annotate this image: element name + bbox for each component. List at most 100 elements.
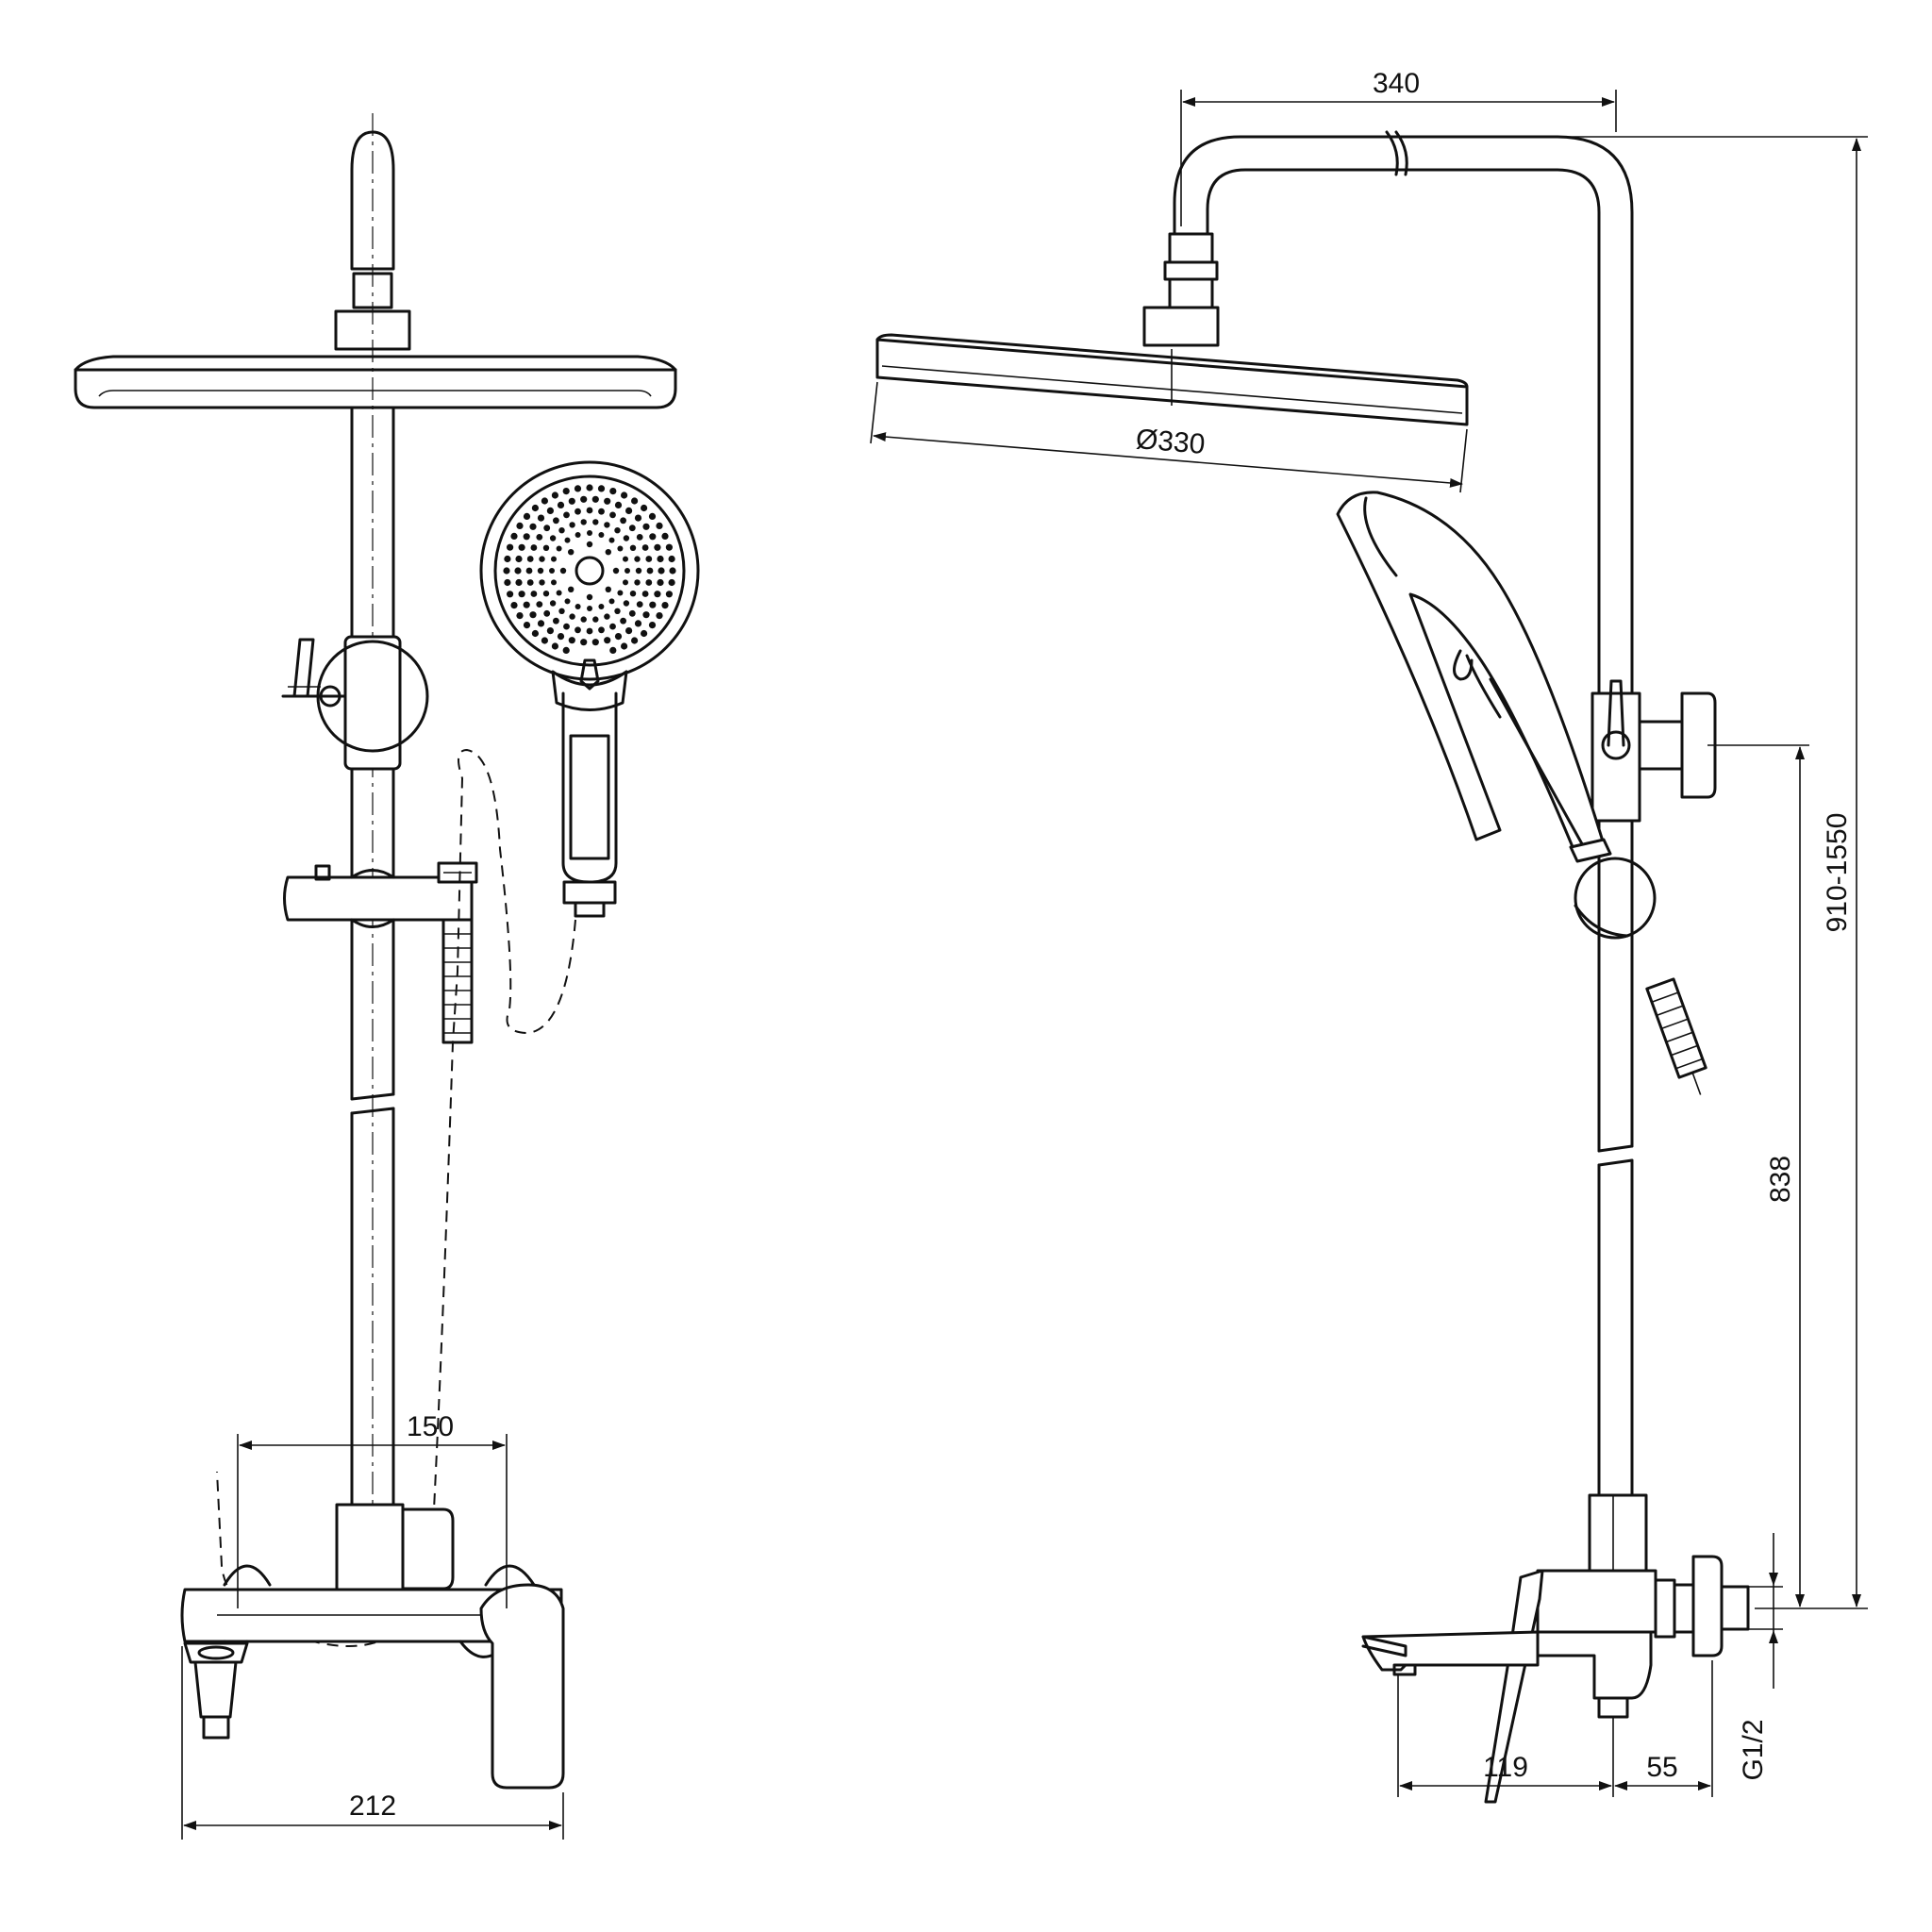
spray-nozzle [557,633,565,641]
hand-shower-front [479,460,700,918]
spray-nozzle [645,556,653,562]
spray-nozzle [546,627,555,635]
spray-nozzle [625,568,630,574]
spray-nozzle [609,511,616,519]
spray-nozzle [542,591,550,597]
spray-nozzle [531,504,540,512]
dim-rail-height: 838 [1765,746,1805,1607]
front-view: 150 212 [74,113,700,1840]
spray-nozzle [580,639,588,646]
spray-nozzle [586,627,593,635]
spray-nozzle [504,578,511,587]
spray-nozzle [586,541,593,548]
spray-nozzle [648,512,657,521]
spray-nozzle [507,543,514,551]
spray-nozzle [523,512,531,521]
spray-nozzle [642,523,650,530]
spray-nozzle [654,591,661,598]
spray-nozzle [641,629,648,638]
head-connector [334,309,411,351]
spray-nozzle [569,522,575,528]
spray-nozzle [614,608,621,614]
spray-nozzle [539,556,545,562]
spray-nozzle [580,616,587,623]
rail-top-cap [350,130,395,271]
spray-nozzle [614,501,623,509]
spray-nozzle [539,579,545,586]
overhead-shower-front [74,355,677,409]
spray-nozzle [537,567,544,575]
spray-nozzle [536,534,543,541]
spray-nozzle [646,567,654,575]
spray-nozzle [586,484,593,491]
spray-nozzle [557,501,565,509]
spray-nozzle [530,591,538,597]
spray-nozzle [621,491,628,499]
spray-nozzle [625,507,633,515]
spray-nozzle [608,537,615,543]
spray-nozzle [668,555,675,563]
spray-nozzle [665,591,674,598]
spray-nozzle [592,519,599,525]
spray-nozzle [631,497,639,505]
spray-nozzle [657,578,664,587]
spray-nozzle [510,602,518,609]
spray-nozzle [542,544,550,551]
spray-nozzle [580,519,587,525]
spray-nozzle [536,601,543,608]
spray-nozzle [541,637,549,644]
spray-nozzle [526,579,534,586]
spray-nozzle [604,522,610,528]
spray-nozzle [537,620,545,627]
spray-nozzle [665,543,674,551]
spray-nozzle [558,527,565,534]
spray-nozzle [641,591,649,597]
spray-nozzle [628,525,636,532]
spray-nozzle [642,611,650,619]
spray-nozzle [609,646,617,655]
spray-nozzle [537,514,545,522]
spray-nozzle [569,613,575,620]
spray-nozzle [625,627,633,635]
spray-nozzle [661,602,669,609]
spray-nozzle [623,600,630,607]
spray-nozzle [518,591,525,598]
spray-nozzle [604,637,611,644]
spray-nozzle [556,590,562,596]
spray-nozzle [543,525,551,532]
spray-nozzle [617,545,624,552]
spray-nozzle [564,537,571,543]
spray-nozzle [623,579,628,586]
spray-nozzle [587,606,592,611]
spray-nozzle [605,586,611,592]
spray-nozzle [515,555,523,563]
dim-label-212: 212 [349,1790,396,1822]
spray-nozzle [568,637,575,644]
dim-arm-projection: 340 [1180,68,1617,226]
spray-nozzle [669,567,676,575]
dim-label-838: 838 [1765,1156,1796,1203]
dim-mixer-width: 212 [181,1646,564,1840]
shower-arm-side [1142,130,1634,695]
spray-nozzle [634,556,641,562]
mixer-front [180,1503,565,1790]
spray-nozzle [649,601,657,608]
spray-nozzle [529,523,537,530]
dim-label-55: 55 [1646,1752,1677,1783]
spray-nozzle [562,488,570,495]
spray-nozzle [529,611,537,619]
spray-nozzle [661,532,669,541]
spray-nozzle [551,642,559,650]
spray-nozzle [503,567,510,575]
spray-nozzle [586,507,593,514]
spray-nozzle [551,579,557,586]
spray-nozzle [553,617,559,625]
spray-nozzle [551,491,559,499]
spray-nozzle [575,532,581,538]
spray-nozzle [504,555,511,563]
spray-nozzle [523,601,530,608]
spray-nozzle [634,579,641,586]
diverter-side [1591,679,1809,823]
dim-label-330: Ø330 [1135,424,1207,460]
